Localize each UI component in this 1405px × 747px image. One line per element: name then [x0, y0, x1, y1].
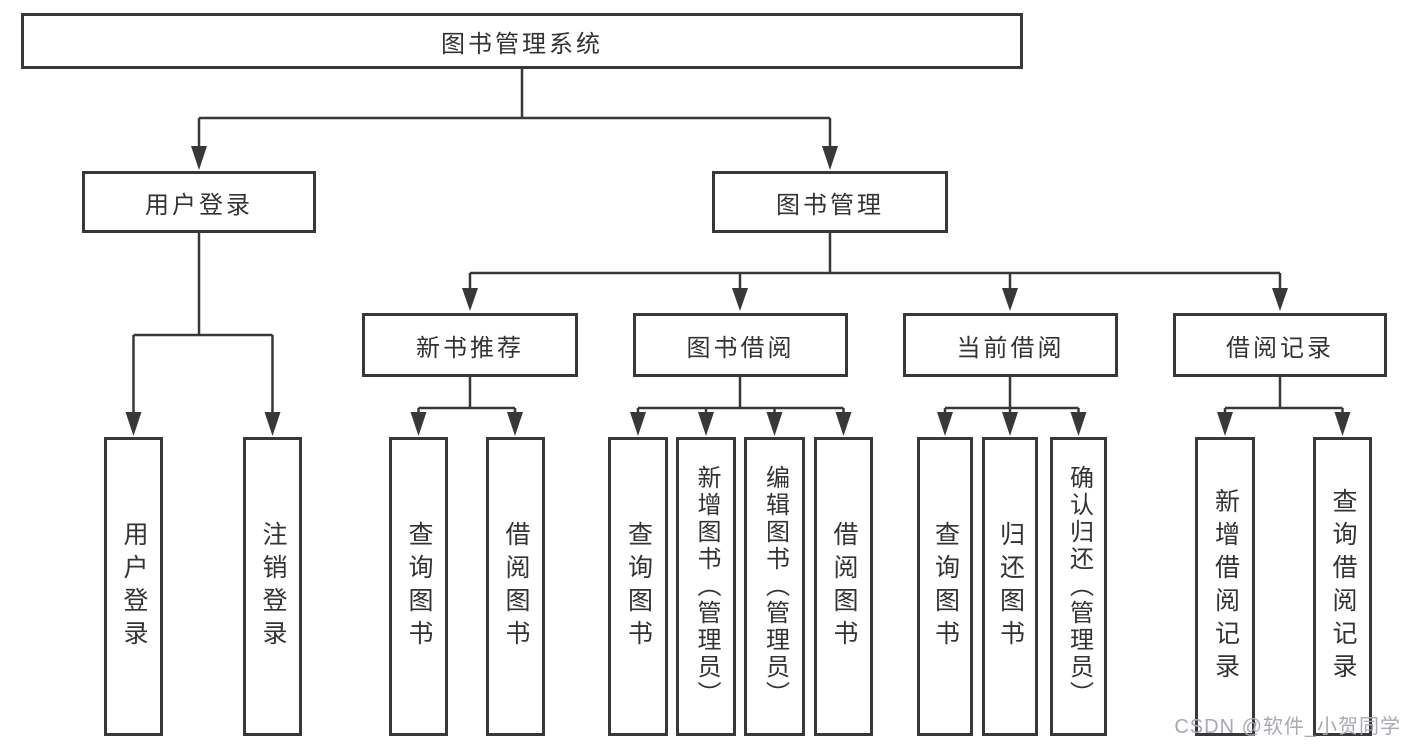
node-label: 图书管理	[776, 191, 884, 219]
leaf-label: 新增借阅记录	[1211, 487, 1240, 686]
leaf-edit-books-admin: 编辑图书（管理员）	[744, 437, 805, 736]
node-borrowing-records: 借阅记录	[1173, 313, 1387, 377]
node-book-borrowing: 图书借阅	[633, 313, 848, 377]
leaf-confirm-return-admin: 确认归还（管理员）	[1050, 437, 1107, 736]
csdn-watermark: CSDN @软件_小贺同学	[1174, 716, 1401, 738]
leaf-label: 查询图书	[624, 520, 653, 653]
node-label: 借阅记录	[1226, 334, 1334, 362]
leaf-borrow-books-2: 借阅图书	[814, 437, 873, 736]
leaf-label: 查询借阅记录	[1329, 487, 1357, 686]
leaf-label: 查询图书	[405, 520, 433, 653]
leaf-label: 编辑图书（管理员）	[761, 465, 789, 708]
leaf-label: 确认归还（管理员）	[1065, 465, 1093, 708]
leaf-label: 借阅图书	[502, 520, 530, 653]
node-label: 用户登录	[145, 191, 253, 219]
leaf-query-books-2: 查询图书	[608, 437, 668, 736]
leaf-query-books-3: 查询图书	[917, 437, 973, 736]
leaf-user-login: 用户登录	[104, 437, 163, 736]
node-library-management-system: 图书管理系统	[21, 13, 1023, 69]
node-label: 图书借阅	[686, 334, 795, 362]
leaf-add-books-admin: 新增图书（管理员）	[676, 437, 736, 736]
leaf-query-borrow-record: 查询借阅记录	[1313, 437, 1372, 736]
node-label: 新书推荐	[416, 334, 524, 362]
leaf-query-books-1: 查询图书	[389, 437, 448, 736]
node-label: 当前借阅	[956, 334, 1065, 362]
node-user-login: 用户登录	[82, 171, 316, 233]
leaf-logout: 注销登录	[243, 437, 302, 736]
node-book-management: 图书管理	[712, 171, 948, 233]
leaf-add-borrow-record: 新增借阅记录	[1195, 437, 1255, 736]
leaf-borrow-books-1: 借阅图书	[486, 437, 545, 736]
leaf-label: 新增图书（管理员）	[693, 465, 720, 708]
leaf-label: 注销登录	[259, 520, 287, 653]
leaf-return-books: 归还图书	[982, 437, 1038, 736]
leaf-label: 借阅图书	[830, 520, 858, 653]
leaf-label: 归还图书	[996, 520, 1025, 653]
node-current-borrowing: 当前借阅	[903, 313, 1118, 377]
leaf-label: 查询图书	[931, 520, 960, 653]
node-label: 图书管理系统	[441, 30, 603, 58]
node-new-book-recommendation: 新书推荐	[362, 313, 578, 377]
leaf-label: 用户登录	[120, 520, 148, 653]
